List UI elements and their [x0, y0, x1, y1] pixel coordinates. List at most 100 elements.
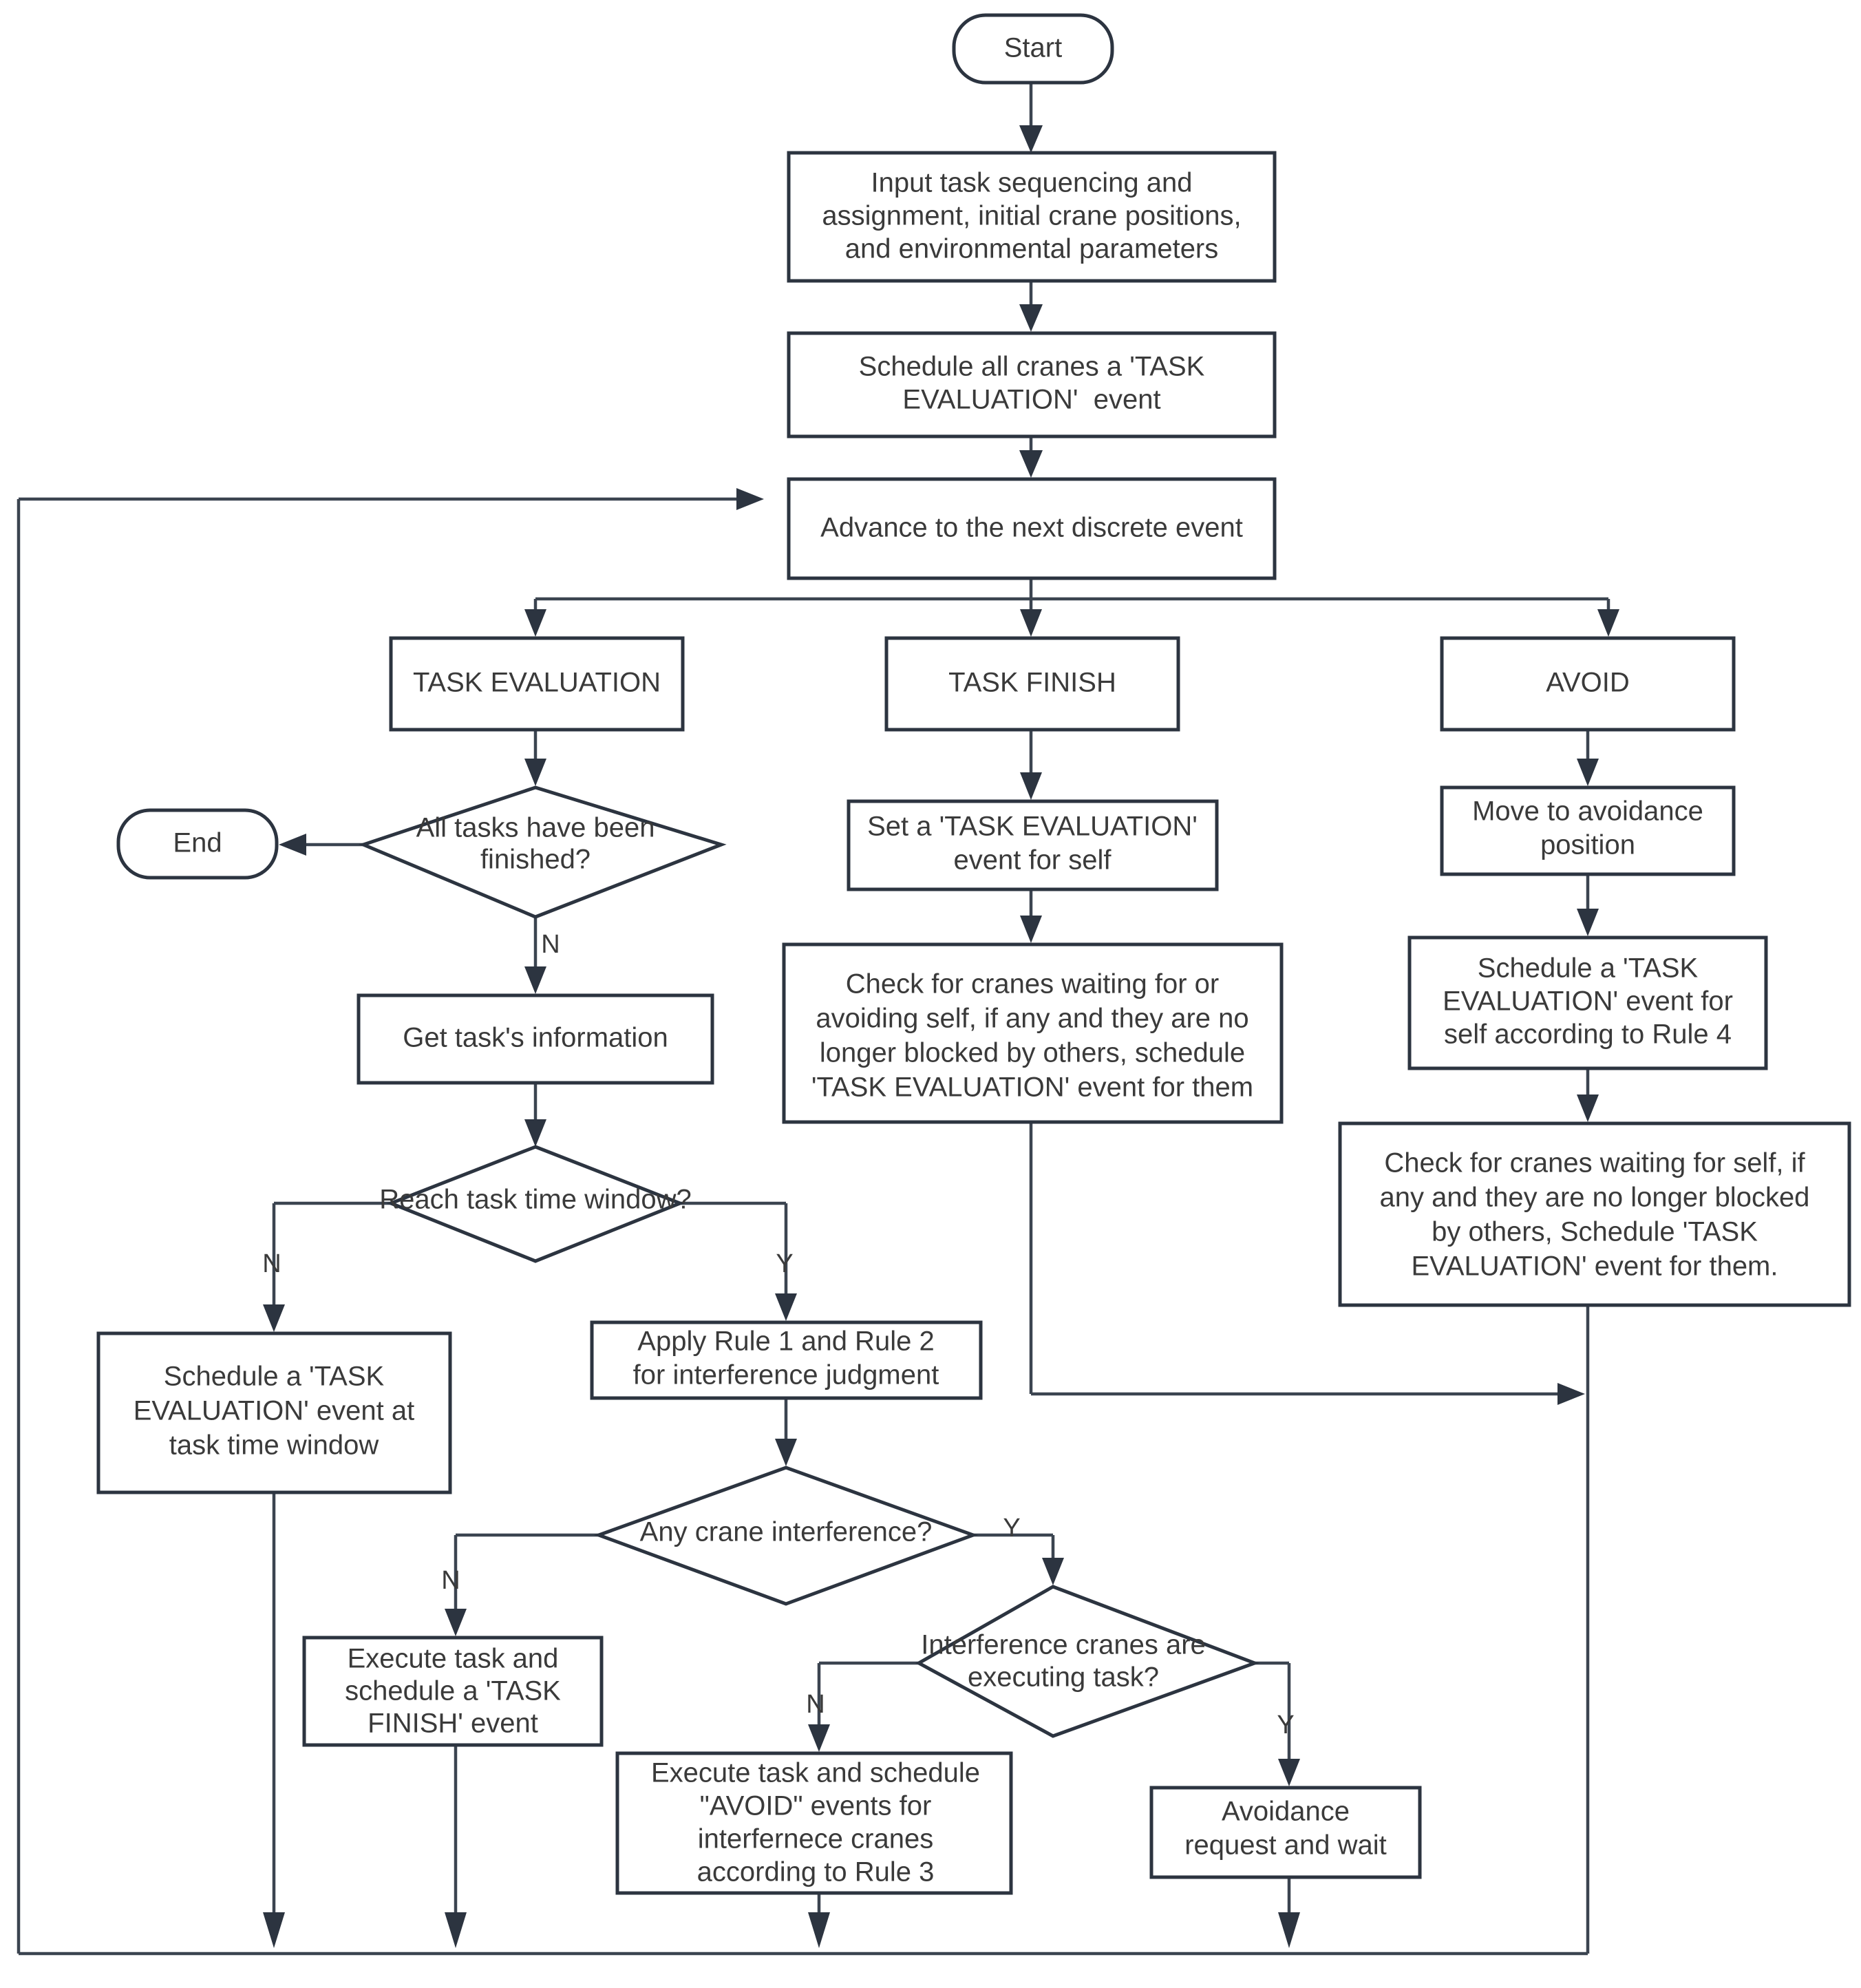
set-eval-self-line-2: event for self	[953, 845, 1112, 876]
check-self-line-4: EVALUATION' event for them.	[1411, 1251, 1778, 1282]
arrowhead-applyrules-anyinterference	[775, 1439, 797, 1466]
arrowhead-seteval-checkcranes	[1020, 916, 1042, 943]
any-interference-shape	[593, 1466, 979, 1606]
set-eval-self-line-1: Set a 'TASK EVALUATION'	[867, 812, 1198, 842]
execute-avoid-rule3-line-4: according to Rule 3	[697, 1857, 935, 1887]
node-check-cranes-waiting-or-avoiding[interactable]: Check for cranes waiting for or avoiding…	[782, 942, 1284, 1124]
arrowhead-alltasks-gettask	[524, 966, 546, 994]
execute-task-finish-shape	[302, 1636, 604, 1747]
execute-avoid-rule3-shape	[615, 1751, 1013, 1895]
end-label: End	[173, 828, 222, 858]
node-advance-event[interactable]: Advance to the next discrete event	[787, 477, 1277, 580]
get-task-info-label: Get task's information	[403, 1023, 668, 1053]
node-get-task-info[interactable]: Get task's information	[357, 993, 714, 1085]
edge-label-anyinterference-no: N	[441, 1566, 460, 1595]
avoid-shape	[1440, 636, 1736, 732]
input-params-line-3: and environmental parameters	[845, 234, 1219, 264]
reach-time-window-shape	[386, 1145, 685, 1263]
schedule-all-shape	[787, 331, 1277, 438]
task-finish-shape	[884, 636, 1180, 732]
edge-label-reachwindow-no: N	[262, 1249, 281, 1278]
arrowhead-avoidancereq-bus	[1278, 1912, 1300, 1948]
arrowhead-move-schedrule4	[1577, 909, 1599, 936]
edge-label-alltasks-no: N	[541, 930, 560, 959]
node-avoid[interactable]: AVOID	[1440, 636, 1736, 732]
node-avoidance-request[interactable]: Avoidance request and wait	[1149, 1786, 1422, 1879]
edge-label-executing-yes: Y	[1277, 1711, 1294, 1740]
end-shape	[116, 808, 279, 880]
avoidance-request-line-1: Avoidance	[1222, 1797, 1350, 1827]
node-task-evaluation[interactable]: TASK EVALUATION	[389, 636, 685, 732]
move-avoidance-position-shape	[1440, 785, 1736, 876]
arrowhead-split-taskeval	[524, 609, 546, 637]
arrowhead-reachwindow-applyrules	[775, 1293, 797, 1321]
schedule-at-window-line-2: EVALUATION' event at	[134, 1396, 415, 1426]
node-input-params[interactable]: Input task sequencing and assignment, in…	[787, 151, 1277, 283]
arrowhead-return-advance	[736, 488, 764, 510]
start-shape	[952, 13, 1114, 85]
check-cranes-line-3: longer blocked by others, schedule	[820, 1038, 1245, 1068]
set-eval-self-shape	[847, 799, 1219, 891]
execute-avoid-rule3-line-1: Execute task and schedule	[651, 1758, 980, 1788]
all-tasks-finished-line-2: finished?	[480, 845, 591, 875]
arrowhead-anyinterference-executing	[1042, 1558, 1064, 1585]
node-apply-rules[interactable]: Apply Rule 1 and Rule 2 for interference…	[590, 1320, 983, 1400]
avoidance-request-line-2: request and wait	[1184, 1830, 1387, 1861]
arrowhead-scheduleall-advance	[1019, 450, 1043, 478]
arrowhead-anyinterference-executefinish	[445, 1609, 467, 1636]
check-self-line-1: Check for cranes waiting for self, if	[1384, 1148, 1805, 1178]
node-set-eval-self[interactable]: Set a 'TASK EVALUATION' event for self	[847, 799, 1219, 891]
execute-task-finish-line-3: FINISH' event	[368, 1709, 538, 1739]
interference-executing-shape	[915, 1585, 1260, 1738]
node-all-tasks-finished[interactable]: All tasks have been finished?	[358, 785, 727, 919]
node-execute-avoid-rule3[interactable]: Execute task and schedule "AVOID" events…	[615, 1751, 1013, 1895]
input-params-line-1: Input task sequencing and	[871, 168, 1192, 198]
node-reach-time-window[interactable]: Reach task time window?	[379, 1145, 692, 1263]
connector-layer: N N Y N Y N Y	[17, 83, 1619, 1956]
node-schedule-at-window[interactable]: Schedule a 'TASK EVALUATION' event at ta…	[96, 1331, 452, 1494]
execute-task-finish-line-2: schedule a 'TASK	[345, 1676, 561, 1706]
input-params-shape	[787, 151, 1277, 283]
schedule-eval-rule4-line-3: self according to Rule 4	[1444, 1019, 1732, 1050]
node-task-finish[interactable]: TASK FINISH	[884, 636, 1180, 732]
arrowhead-taskfinish-seteval	[1020, 772, 1042, 800]
move-avoidance-line-1: Move to avoidance	[1472, 796, 1703, 827]
input-params-line-2: assignment, initial crane positions,	[822, 201, 1241, 231]
advance-event-label: Advance to the next discrete event	[820, 513, 1243, 543]
check-cranes-waiting-or-avoiding-shape	[782, 942, 1284, 1124]
arrowhead-avoid-move	[1577, 759, 1599, 786]
node-end[interactable]: End	[116, 808, 279, 880]
schedule-at-window-shape	[96, 1331, 452, 1494]
interference-executing-line-2: executing task?	[968, 1662, 1159, 1693]
node-check-cranes-waiting-self[interactable]: Check for cranes waiting for self, if an…	[1338, 1121, 1851, 1307]
get-task-info-shape	[357, 993, 714, 1085]
arrowhead-alltasks-end	[279, 834, 306, 856]
check-cranes-line-2: avoiding self, if any and they are no	[816, 1004, 1248, 1034]
check-self-line-3: by others, Schedule 'TASK	[1432, 1217, 1758, 1247]
avoidance-request-shape	[1149, 1786, 1422, 1879]
edge-label-anyinterference-yes: Y	[1003, 1514, 1020, 1543]
arrowhead-executing-executeavoid	[808, 1724, 830, 1752]
node-interference-executing[interactable]: Interference cranes are executing task?	[915, 1585, 1260, 1738]
arrowhead-checkcranes-returnbus	[1557, 1383, 1585, 1405]
node-move-avoidance-position[interactable]: Move to avoidance position	[1440, 785, 1736, 876]
arrowhead-split-taskfinish	[1020, 609, 1042, 637]
edge-label-reachwindow-yes: Y	[776, 1249, 793, 1278]
all-tasks-finished-line-1: All tasks have been	[416, 813, 655, 843]
task-finish-label: TASK FINISH	[948, 668, 1116, 698]
schedule-at-window-line-1: Schedule a 'TASK	[164, 1362, 385, 1392]
node-start[interactable]: Start	[952, 13, 1114, 85]
schedule-eval-rule4-shape	[1407, 935, 1768, 1070]
schedule-eval-rule4-line-1: Schedule a 'TASK	[1478, 953, 1699, 984]
arrowhead-split-avoid	[1597, 609, 1619, 637]
task-evaluation-label: TASK EVALUATION	[413, 668, 661, 698]
node-any-interference[interactable]: Any crane interference?	[593, 1466, 979, 1606]
node-execute-task-finish[interactable]: Execute task and schedule a 'TASK FINISH…	[302, 1636, 604, 1747]
apply-rules-line-1: Apply Rule 1 and Rule 2	[637, 1326, 934, 1357]
node-schedule-eval-rule4[interactable]: Schedule a 'TASK EVALUATION' event for s…	[1407, 935, 1768, 1070]
node-schedule-all[interactable]: Schedule all cranes a 'TASK EVALUATION' …	[787, 331, 1277, 438]
arrowhead-executefinish-bus	[445, 1912, 467, 1948]
apply-rules-line-2: for interference judgment	[633, 1360, 939, 1390]
schedule-all-line-1: Schedule all cranes a 'TASK	[859, 352, 1205, 382]
